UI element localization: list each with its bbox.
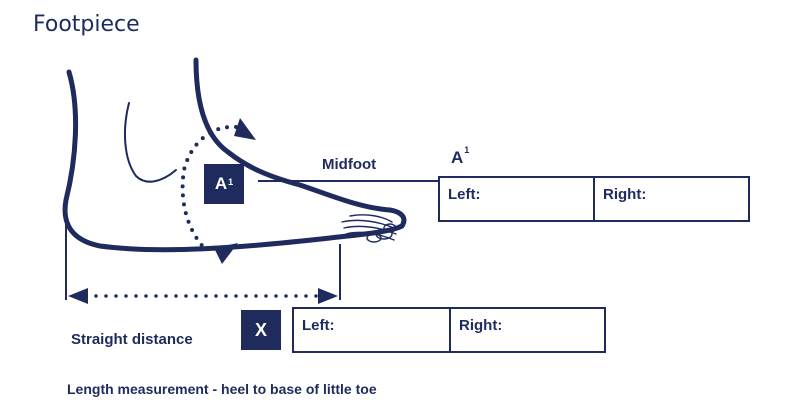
midfoot-label: Midfoot bbox=[322, 156, 377, 173]
distance-arrow-left bbox=[68, 288, 88, 304]
midfoot-header-sup: 1 bbox=[464, 145, 470, 156]
midfoot-badge-sup: 1 bbox=[228, 177, 234, 187]
midfoot-right-field[interactable]: Right: bbox=[593, 178, 748, 220]
midfoot-arrow-bottom bbox=[214, 243, 238, 264]
midfoot-measure-box: Left: Right: bbox=[438, 176, 750, 222]
straight-distance-label: Straight distance bbox=[71, 331, 193, 348]
length-caption: Length measurement - heel to base of lit… bbox=[67, 381, 377, 397]
distance-arrow-right bbox=[318, 288, 338, 304]
length-right-field[interactable]: Right: bbox=[449, 309, 604, 351]
diagram-title: Footpiece bbox=[33, 12, 140, 37]
ankle-curve bbox=[124, 102, 177, 183]
midfoot-header-letter: A bbox=[451, 148, 464, 167]
midfoot-arrow-top bbox=[234, 118, 256, 140]
length-left-field[interactable]: Left: bbox=[302, 317, 335, 334]
midfoot-header: A1 bbox=[451, 145, 470, 168]
foot-outline bbox=[62, 57, 407, 253]
midfoot-left-field[interactable]: Left: bbox=[448, 186, 481, 203]
toes-detail bbox=[341, 214, 397, 243]
midfoot-badge-letter: A bbox=[214, 174, 228, 193]
midfoot-dotted-path bbox=[180, 124, 238, 250]
length-badge: X bbox=[241, 310, 281, 350]
length-measure-box: Left: Right: bbox=[292, 307, 606, 353]
